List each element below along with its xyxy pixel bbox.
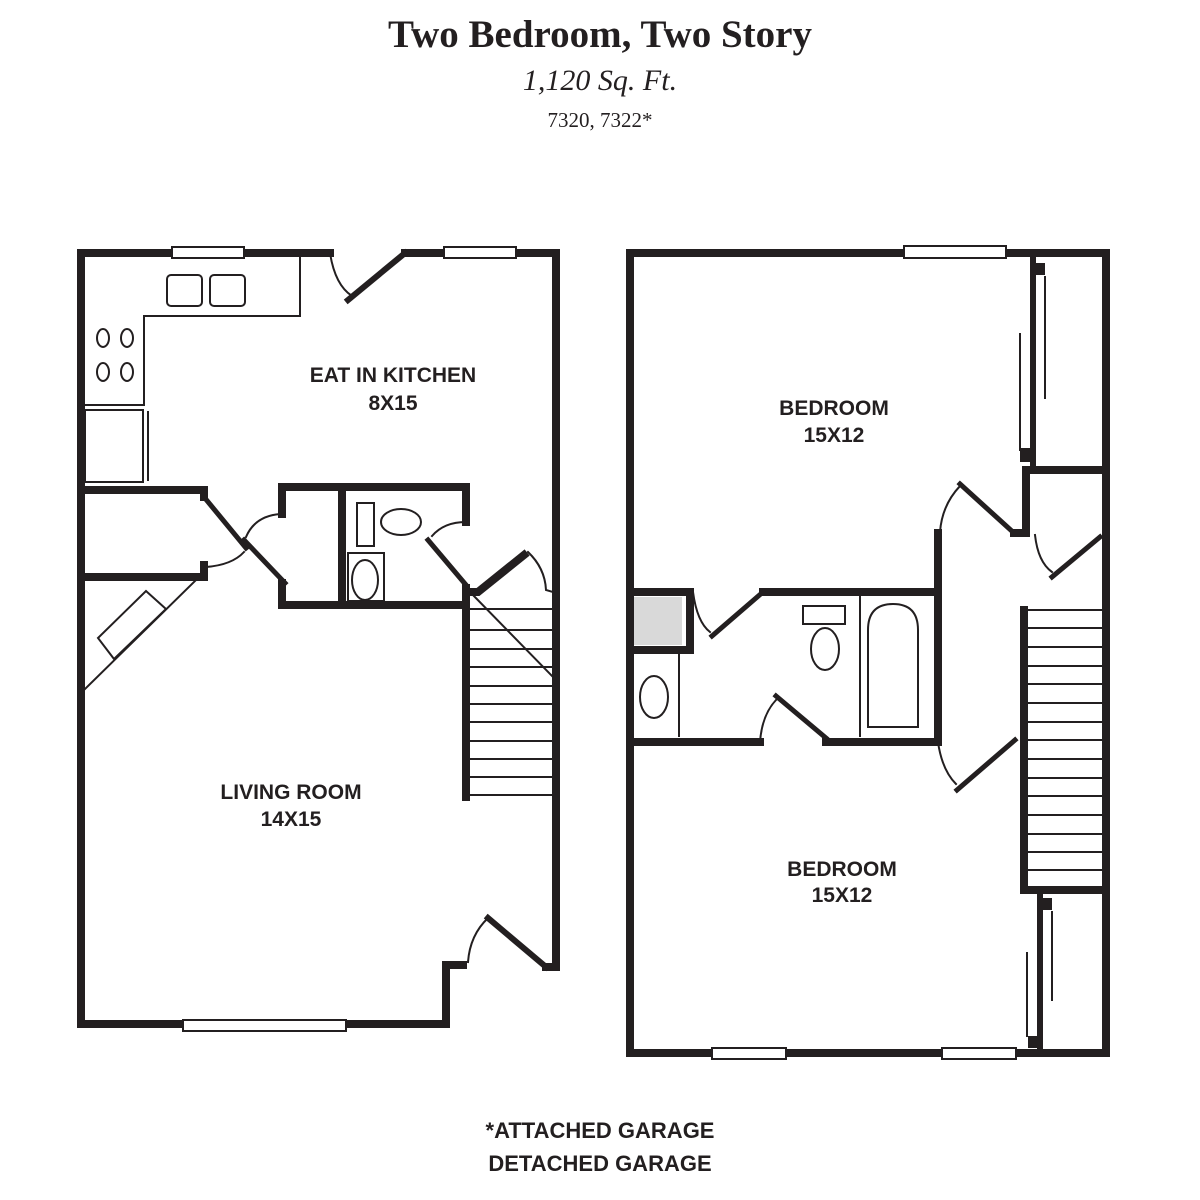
fireplace [96,589,168,661]
half-bath-wall-bottom [338,584,470,609]
closet-jamb [1040,898,1052,910]
bedroom-1-dimensions: 15X12 [804,424,865,447]
stair-closet-door-swing [526,550,555,594]
coat-closet-door [240,536,289,587]
coat-closet-door-swing [244,512,282,539]
stove-burner [120,362,134,382]
half-bath-sink [351,559,379,601]
footnote-detached-garage: DETACHED GARAGE [488,1151,712,1176]
bedroom-2-label: BEDROOM [787,858,897,881]
first-floor-plan [77,246,560,1032]
bedroom-2-bath-door-swing [758,698,778,744]
bedroom-2-door-swing [936,740,958,786]
coat-closet-wall [278,483,346,609]
kitchen-window-right [443,246,517,259]
toilet-tank [802,605,846,625]
bedroom-2-bath-door [772,692,830,742]
bedroom-2-window-right [941,1047,1017,1060]
living-room-label: LIVING ROOM [220,781,361,804]
mechanical-closet [634,597,682,645]
closet-jamb [1033,263,1045,275]
half-bath-sink-counter [347,552,385,602]
vanity-sink [639,675,669,719]
stove-burner [120,328,134,348]
front-door-swing [466,916,490,964]
closet-jamb [1020,448,1032,462]
bedroom-2-door [953,736,1019,794]
pantry-wall-lower [77,561,208,581]
linen-closet-door-swing [1033,533,1054,574]
square-footage: 1,120 Sq. Ft. [522,64,678,97]
second-floor-plan [626,245,1110,1060]
living-room-window [182,1019,347,1032]
mechanical-closet-wall [626,588,694,654]
pantry-door-swing [204,550,246,569]
back-door-swing [328,251,354,298]
unit-numbers: 7320, 7322* [547,108,653,132]
front-door [483,913,551,972]
pantry-wall [77,486,208,501]
back-door [343,248,410,305]
staircase-first-floor [468,590,555,796]
bedroom-1-door-swing [938,484,962,534]
sink-basin-left [166,274,203,307]
bath-door-swing [691,590,712,634]
linen-closet-door [1048,533,1104,581]
bedroom-1-label: BEDROOM [779,397,889,420]
refrigerator [84,409,144,483]
stove-burner [96,362,110,382]
half-bath-toilet-bowl [380,508,422,536]
stove-burner [96,328,110,348]
bedroom-2-dimensions: 15X12 [812,884,873,907]
sink-basin-right [209,274,246,307]
kitchen-label: EAT IN KITCHEN [310,364,476,387]
toilet-bowl [810,627,840,671]
half-bath-door [424,536,470,589]
living-room-dimensions: 14X15 [261,808,322,831]
bedroom-1-door [956,480,1018,537]
staircase-second-floor [1027,609,1103,871]
kitchen-dimensions: 8X15 [368,392,417,415]
plan-title: Two Bedroom, Two Story [388,13,812,56]
footnote-attached-garage: *ATTACHED GARAGE [485,1118,715,1143]
stair-wall [462,549,530,801]
half-bath-wall [338,483,470,526]
bedroom-1-window [903,245,1007,259]
half-bath-door-swing [430,520,468,538]
half-bath-toilet-tank [356,502,375,547]
pantry-bifold-door [200,493,250,552]
closet-jamb [1028,1036,1040,1048]
kitchen-counter [84,257,301,406]
kitchen-window-left [171,246,245,259]
stair-wall-second [1020,606,1110,894]
bathtub [867,602,919,728]
bedroom-2-window-left [711,1047,787,1060]
bath-door [708,588,767,640]
